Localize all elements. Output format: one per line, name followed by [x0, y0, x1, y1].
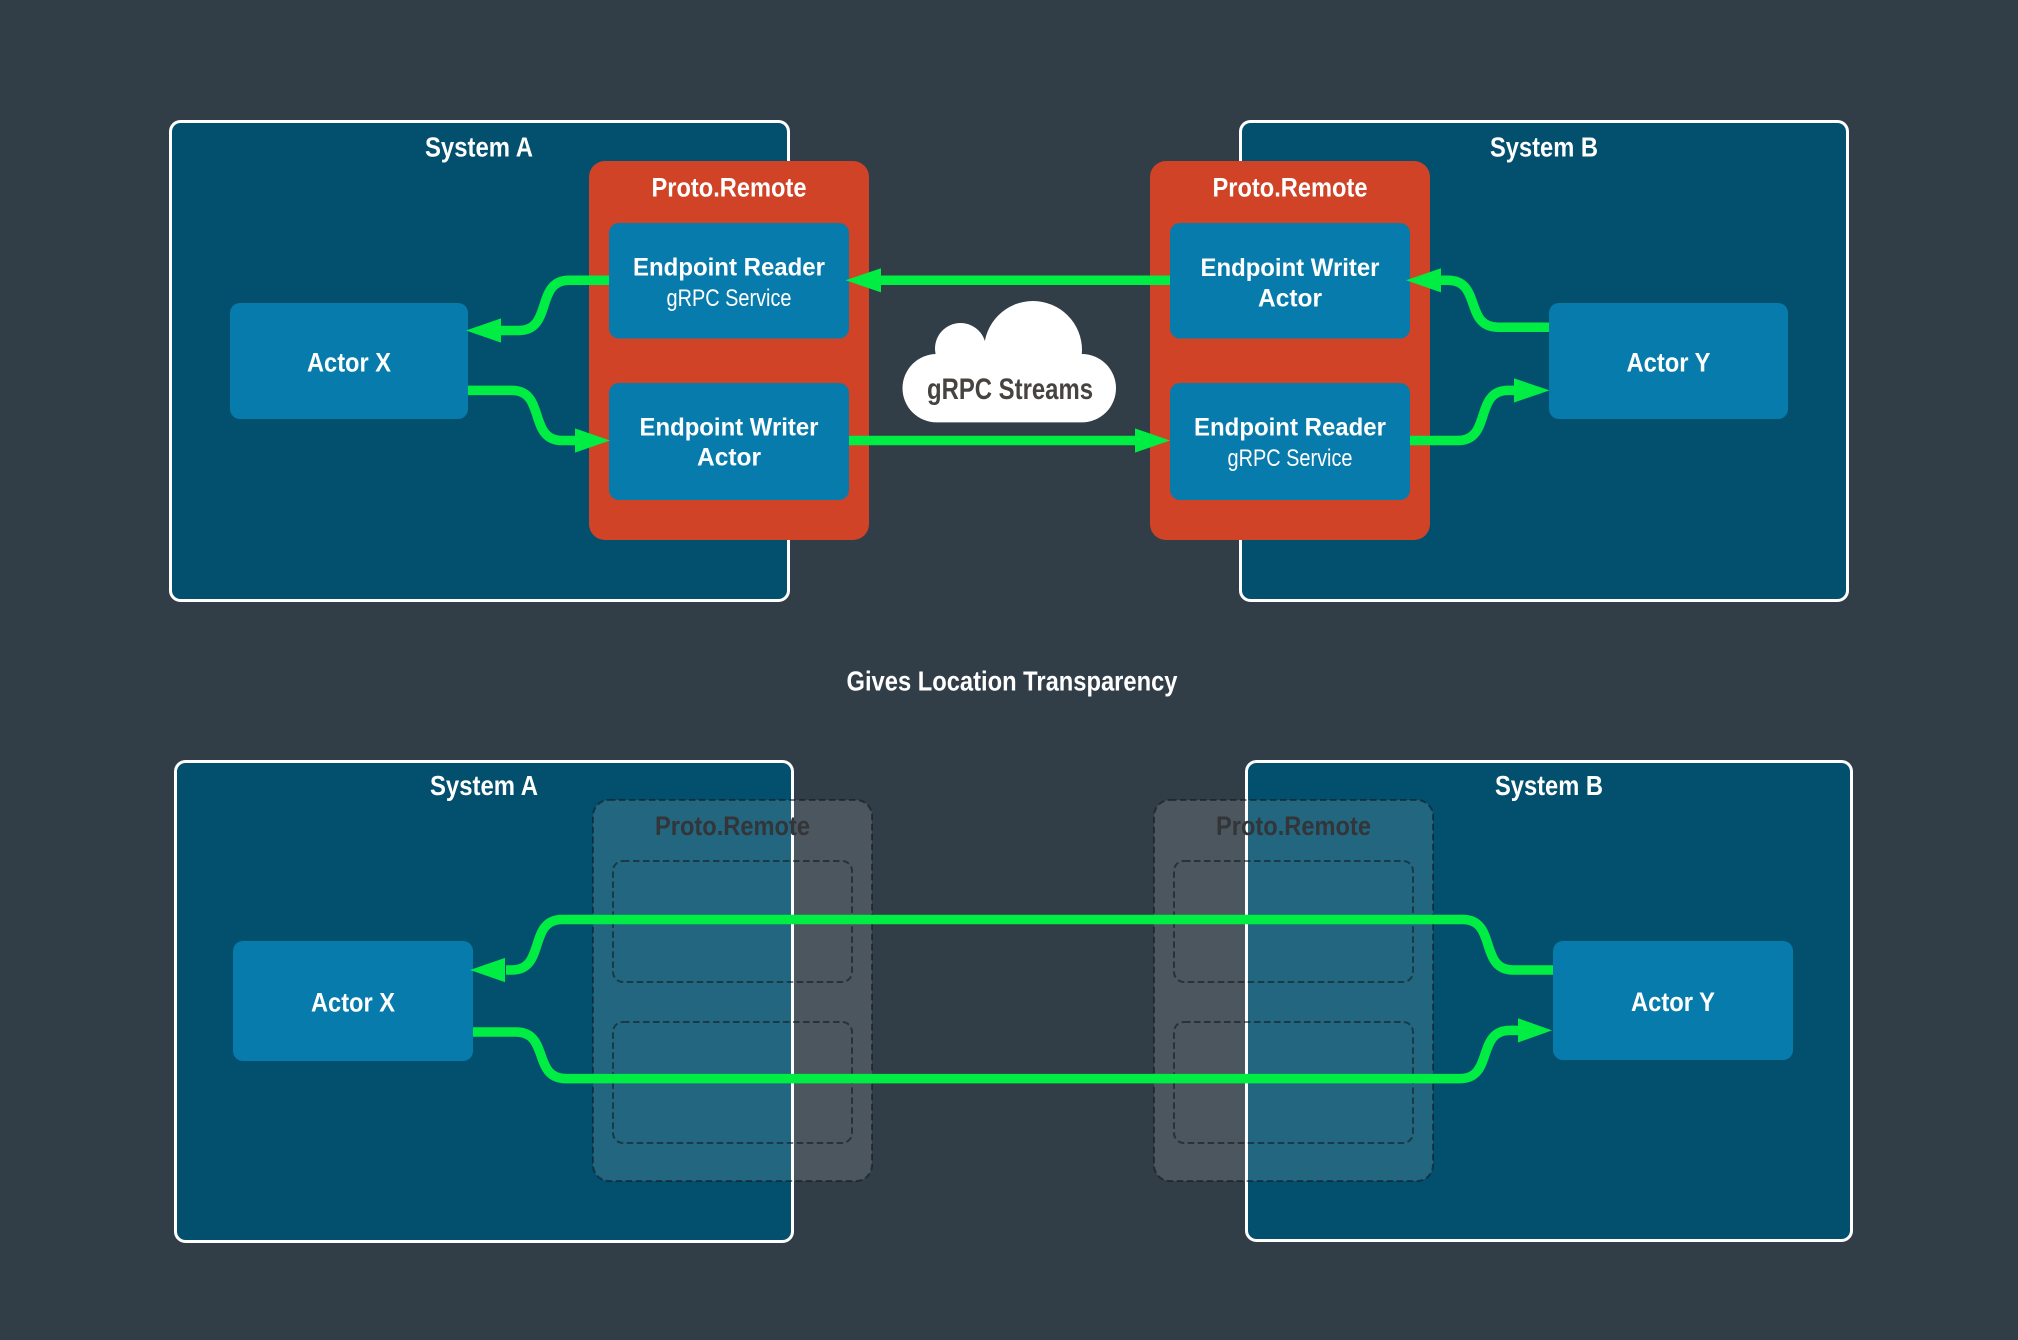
svg-text:gRPC Service: gRPC Service: [667, 285, 792, 312]
svg-text:Endpoint Reader: Endpoint Reader: [1194, 414, 1386, 442]
svg-text:System B: System B: [1495, 770, 1603, 801]
svg-text:Actor Y: Actor Y: [1631, 987, 1715, 1017]
svg-text:Actor: Actor: [1258, 285, 1322, 313]
svg-text:Actor X: Actor X: [307, 348, 391, 378]
svg-text:System A: System A: [430, 770, 538, 801]
svg-text:Proto.Remote: Proto.Remote: [655, 811, 810, 841]
svg-text:Endpoint Reader: Endpoint Reader: [633, 254, 825, 282]
svg-text:Proto.Remote: Proto.Remote: [1216, 811, 1371, 841]
svg-text:Endpoint Writer: Endpoint Writer: [1201, 254, 1380, 282]
svg-text:Gives Location Transparency: Gives Location Transparency: [847, 666, 1178, 697]
svg-text:System B: System B: [1490, 132, 1598, 163]
svg-text:Actor: Actor: [697, 444, 761, 472]
svg-text:Actor Y: Actor Y: [1627, 348, 1711, 378]
svg-text:Endpoint Writer: Endpoint Writer: [640, 414, 819, 442]
svg-text:Actor X: Actor X: [311, 988, 395, 1018]
svg-text:System A: System A: [425, 132, 533, 163]
svg-text:gRPC Streams: gRPC Streams: [927, 373, 1093, 406]
svg-text:Proto.Remote: Proto.Remote: [1213, 173, 1368, 203]
svg-text:Proto.Remote: Proto.Remote: [652, 173, 807, 203]
svg-text:gRPC Service: gRPC Service: [1228, 445, 1353, 472]
